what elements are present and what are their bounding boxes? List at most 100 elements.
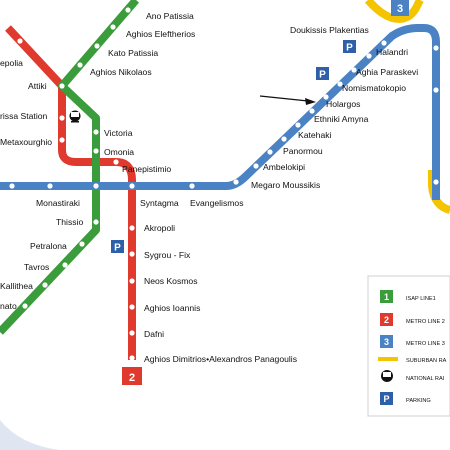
station-evangelismos: Evangelismos (190, 198, 244, 208)
station-dot (93, 148, 99, 154)
station-dot (9, 183, 15, 189)
station-dot (113, 159, 119, 165)
line-3-badge (391, 0, 409, 16)
station-nomismatokopio: Nomismatokopio (342, 83, 406, 93)
metro-line-2 (5, 25, 136, 360)
station-dot (433, 179, 439, 185)
station-halandri: Halandri (376, 47, 408, 57)
station-dot (62, 262, 68, 268)
station-dot (94, 43, 100, 49)
station-dot (93, 183, 99, 189)
station-dot (59, 137, 65, 143)
station-dot (337, 81, 343, 87)
svg-text:P: P (319, 70, 326, 81)
line-2-badge-number: 2 (129, 372, 135, 384)
line-3-badge-number: 3 (397, 3, 403, 15)
station-larissa: rissa Station (0, 111, 48, 121)
station-holargos: Holargos (326, 99, 360, 109)
station-moschato: nato (0, 301, 17, 311)
station-dot (366, 53, 372, 59)
station-dot (129, 225, 135, 231)
station-dot (381, 40, 387, 46)
station-dot (129, 251, 135, 257)
station-attiki: Attiki (28, 81, 47, 91)
legend-swatch-line2 (380, 313, 393, 326)
suburban-rail-line (364, 0, 424, 23)
line-2-badge (122, 367, 142, 385)
station-doukissis-plakentias: Doukissis Plakentias (290, 25, 369, 35)
station-dot (233, 179, 239, 185)
station-dot (47, 183, 53, 189)
station-dot (323, 94, 329, 100)
station-megaro-moussikis: Megaro Moussikis (251, 180, 320, 190)
page-shadow (0, 420, 60, 450)
station-monastiraki: Monastiraki (36, 198, 80, 208)
station-ano-patissia: Ano Patissia (146, 11, 194, 21)
parking-sign-1: P (343, 40, 356, 54)
station-aghios-nikolaos: Aghios Nikolaos (90, 67, 152, 77)
station-dafni: Dafni (144, 329, 164, 339)
station-metaxourghio: Metaxourghio (0, 137, 52, 147)
train-icon (69, 110, 81, 123)
station-dot (110, 24, 116, 30)
station-dot (79, 241, 85, 247)
legend-key-line2: 2 (384, 315, 389, 325)
station-dots (9, 7, 439, 361)
svg-text:P: P (346, 43, 353, 54)
legend-swatch-line1 (380, 290, 393, 303)
station-dot (267, 149, 273, 155)
station-dot (17, 38, 23, 44)
station-omonia: Omonia (104, 147, 134, 157)
station-dot (129, 304, 135, 310)
station-dot (93, 129, 99, 135)
station-aghia-paraskevi: Aghia Paraskevi (356, 67, 418, 77)
station-kallithea: Kallithea (0, 281, 33, 291)
legend-key-line1: 1 (384, 292, 389, 302)
station-aghios-eleftherios: Aghios Eleftherios (126, 29, 195, 39)
parking-sign-2: P (316, 67, 329, 81)
station-dot (295, 122, 301, 128)
station-dot (93, 219, 99, 225)
station-sygrou-fix: Sygrou - Fix (144, 250, 191, 260)
station-dot (77, 62, 83, 68)
station-dot (433, 45, 439, 51)
legend-swatch-parking (380, 392, 393, 405)
station-dot (129, 183, 135, 189)
station-dot (22, 303, 28, 309)
legend: 1 ISAP LINE1 2 METRO LINE 2 3 METRO LINE… (367, 275, 450, 417)
legend-label-parking: PARKING (406, 398, 431, 404)
station-dot (59, 83, 65, 89)
legend-label-suburban: SUBURBAN RA (406, 358, 447, 364)
station-kato-patissia: Kato Patissia (108, 48, 158, 58)
station-dot (129, 278, 135, 284)
station-katehaki: Katehaki (298, 130, 332, 140)
station-dot (309, 108, 315, 114)
station-petralona: Petralona (30, 241, 67, 251)
station-dot (42, 282, 48, 288)
station-dot (253, 163, 259, 169)
legend-swatch-suburban (378, 357, 398, 361)
station-tavros: Tavros (24, 262, 49, 272)
legend-label-national-rail: NATIONAL RAI (406, 376, 445, 382)
station-panepistimio: Panepistimio (122, 164, 171, 174)
station-dot (125, 7, 131, 13)
station-dot (351, 67, 357, 73)
legend-key-line3: 3 (384, 337, 389, 347)
legend-label-line3: METRO LINE 3 (406, 341, 445, 347)
station-dot (129, 355, 135, 361)
parking-sign-3: P (111, 240, 124, 254)
station-syntagma: Syntagma (140, 198, 179, 208)
legend-label-line2: METRO LINE 2 (406, 319, 445, 325)
station-victoria: Victoria (104, 128, 133, 138)
station-dot (433, 87, 439, 93)
pointer-arrow (259, 95, 316, 105)
legend-key-parking: P (383, 394, 389, 404)
legend-swatch-line3 (380, 335, 393, 348)
station-ethniki-amyna: Ethniki Amyna (314, 114, 369, 124)
station-akropoli: Akropoli (144, 223, 175, 233)
station-aghios-ioannis: Aghios Ioannis (144, 303, 200, 313)
station-thissio: Thissio (56, 217, 83, 227)
station-dot (129, 330, 135, 336)
station-aghios-dimitrios: Aghios Dimitrios•Alexandros Panagoulis (144, 354, 297, 364)
